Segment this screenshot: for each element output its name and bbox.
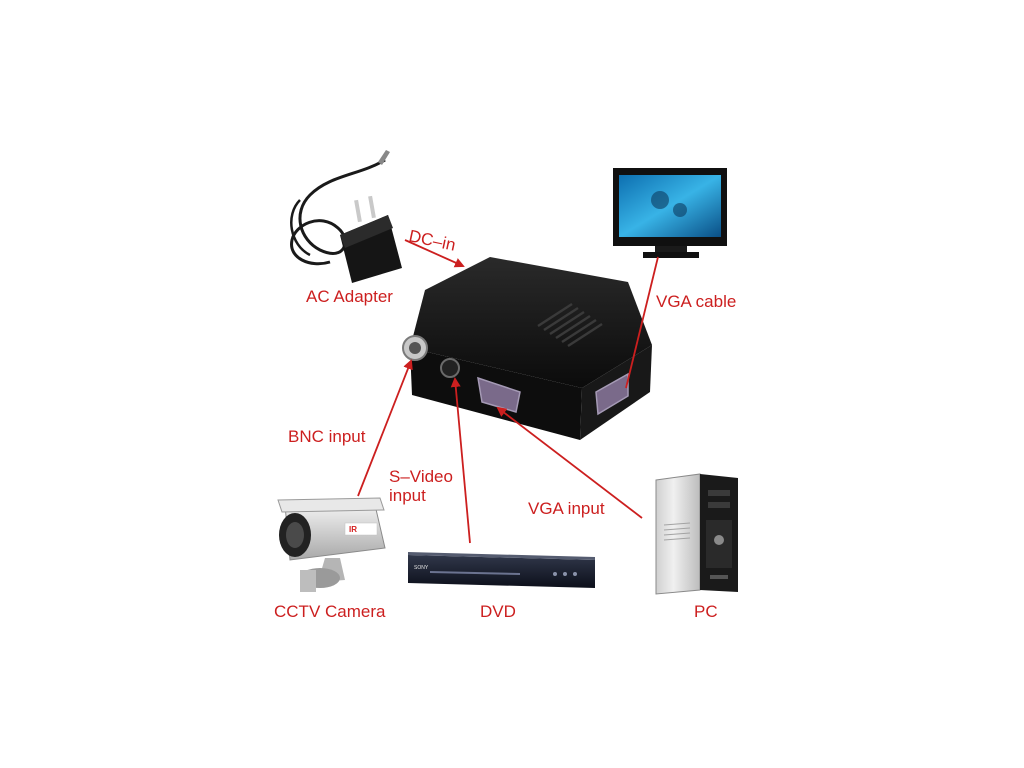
- pc-tower-icon: [655, 473, 738, 595]
- dvd-label: DVD: [480, 602, 516, 621]
- dc-in-arrow: [404, 239, 465, 268]
- pc-label: PC: [694, 602, 718, 621]
- svideo-label-line2: input: [389, 486, 426, 505]
- dvd-player-icon: SONY: [408, 552, 595, 588]
- vga-input-arrow: [496, 406, 643, 519]
- camera-badge: IR: [349, 525, 357, 534]
- dc-in-label: DC–in: [407, 226, 457, 254]
- converter-box-icon: [402, 257, 652, 440]
- cctv-camera-label: CCTV Camera: [274, 602, 386, 621]
- monitor-icon: [613, 168, 727, 258]
- bnc-input-arrow: [357, 359, 413, 497]
- vga-cable-line: [625, 256, 659, 389]
- svideo-input-arrow: [450, 377, 471, 544]
- svideo-label-line1: S–Video: [389, 467, 453, 486]
- bnc-input-label: BNC input: [288, 427, 366, 446]
- vga-cable-label: VGA cable: [656, 292, 736, 311]
- ac-adapter-icon: [290, 150, 402, 283]
- dvd-brand: SONY: [414, 565, 429, 571]
- ac-adapter-label: AC Adapter: [306, 287, 393, 306]
- cctv-camera-icon: IR: [277, 497, 386, 592]
- connection-arrows: [357, 239, 659, 544]
- vga-input-label: VGA input: [528, 499, 605, 518]
